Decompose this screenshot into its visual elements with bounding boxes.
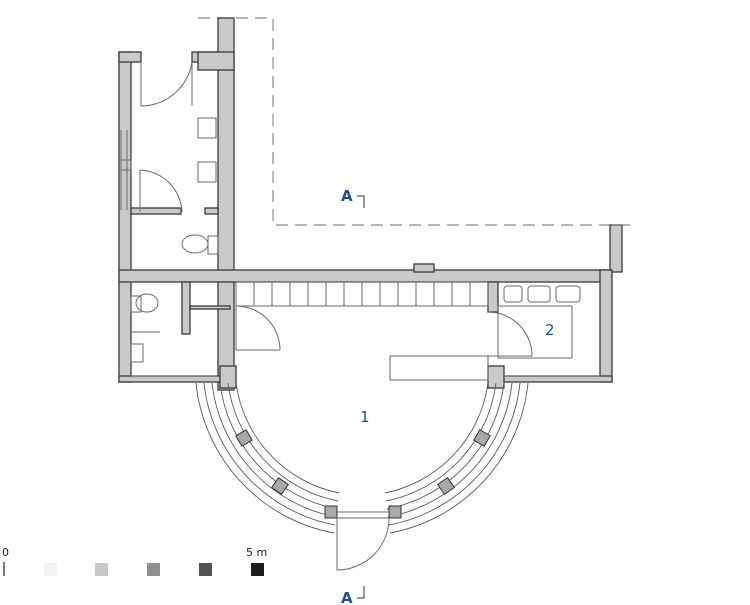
steps-right xyxy=(384,382,529,534)
room2-fixture-2 xyxy=(527,285,551,303)
main-wall-bump xyxy=(413,263,435,273)
column-1 xyxy=(235,429,253,447)
wc-partition-1 xyxy=(130,207,182,215)
east-chimney xyxy=(609,224,623,273)
room-1-label: 1 xyxy=(360,408,370,426)
column-4 xyxy=(388,505,402,519)
sink-2 xyxy=(197,161,217,183)
column-6 xyxy=(473,429,491,447)
lower-partition-2 xyxy=(189,305,231,310)
steps-left xyxy=(195,382,340,534)
adjacent-building-outline xyxy=(198,17,637,226)
room2-partition xyxy=(487,281,499,313)
scale-swatch-5 xyxy=(251,563,264,576)
sink-1 xyxy=(197,117,217,139)
east-wall xyxy=(599,269,613,383)
walls xyxy=(118,17,623,391)
column-3 xyxy=(324,505,338,519)
section-marker-top: A xyxy=(341,187,365,208)
scale-end-label: 5 m xyxy=(246,546,267,559)
wc-partition-2 xyxy=(204,207,219,215)
section-marker-bottom: A xyxy=(341,586,365,605)
column-5 xyxy=(436,476,456,496)
column-2 xyxy=(270,476,290,496)
south-wall-left xyxy=(118,375,224,383)
lower-partition xyxy=(181,281,191,335)
scale-swatches xyxy=(44,563,264,576)
room2-counter xyxy=(497,305,573,359)
south-wall-right xyxy=(499,375,613,383)
scale-swatch-4 xyxy=(199,563,212,576)
toilet-lower xyxy=(135,293,159,313)
door-swing-room2 xyxy=(487,311,533,357)
door-swing-top xyxy=(140,61,193,107)
north-wall-stub xyxy=(118,51,142,63)
door-swing-mid xyxy=(139,169,183,213)
section-label-bottom: A xyxy=(341,589,353,605)
plan-details xyxy=(120,61,622,381)
scale-bar: 0 5 m xyxy=(2,546,267,576)
room-2-label: 2 xyxy=(545,321,555,339)
door-swing-stair xyxy=(235,305,281,351)
arc-columns xyxy=(235,429,491,519)
central-wall-cap xyxy=(197,51,235,71)
entrance-door xyxy=(336,511,390,571)
scale-swatch-2 xyxy=(95,563,108,576)
scale-swatch-3 xyxy=(147,563,160,576)
west-wall xyxy=(118,51,132,383)
pillar-left xyxy=(219,365,237,389)
main-wall xyxy=(118,269,611,283)
arc-steps xyxy=(195,382,529,534)
room2-fixture-3 xyxy=(555,285,581,303)
scale-swatch-1 xyxy=(44,563,57,576)
scale-start-label: 0 xyxy=(2,546,9,559)
central-wall xyxy=(217,17,235,391)
stair-treads xyxy=(253,282,471,306)
section-label-top: A xyxy=(341,187,353,205)
counter xyxy=(389,355,489,381)
toilet-top xyxy=(181,234,209,254)
room2-fixture-1 xyxy=(503,285,523,303)
